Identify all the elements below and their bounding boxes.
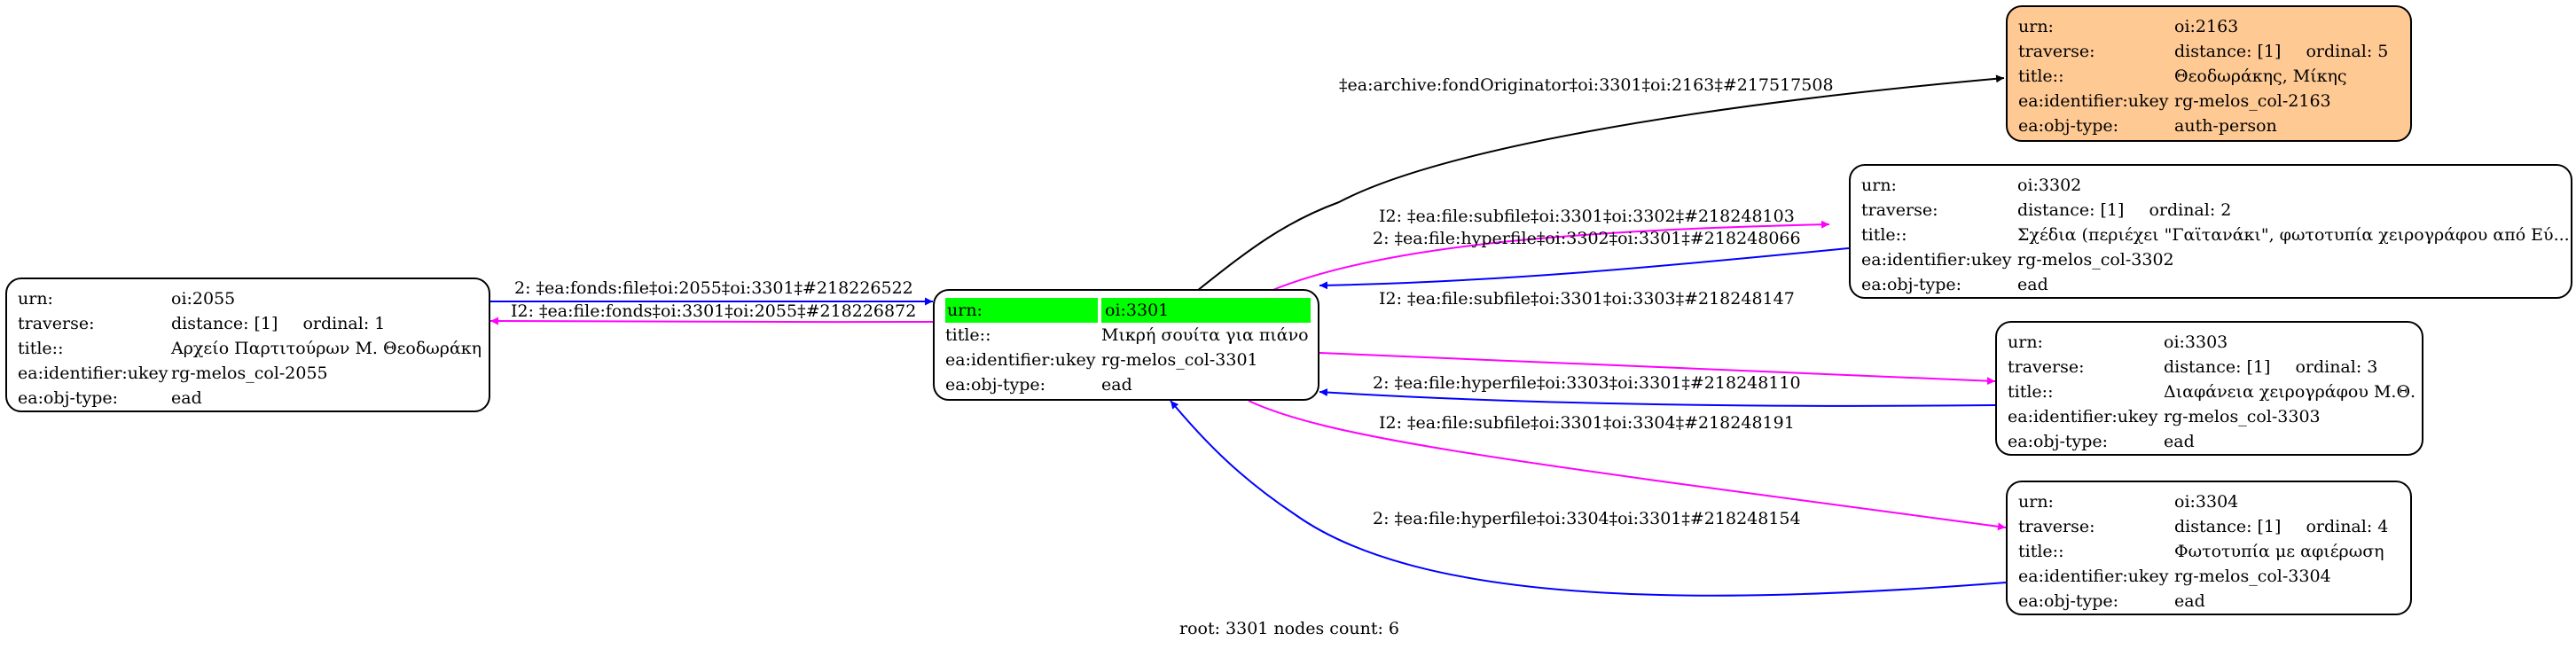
graph-footer: root: 3301 nodes count: 6 (1179, 619, 1400, 638)
node-2163[interactable]: urn:oi:2163 traverse:distance: [1]ordina… (2006, 5, 2412, 142)
edge-hyperfile-3304 (1170, 400, 2007, 597)
field-urn: urn:oi:3301 (945, 298, 1311, 323)
edge-label-fondoriginator: ‡ea:archive:fondOriginator‡oi:3301‡oi:21… (1339, 75, 1834, 95)
field-traverse: traverse:distance: [1]ordinal: 4 (2018, 517, 2389, 536)
field-obj-type: ea:obj-type:ead (18, 388, 202, 408)
node-3303[interactable]: urn:oi:3303 traverse:distance: [1]ordina… (1995, 321, 2423, 456)
field-urn: urn:oi:2055 (18, 289, 236, 309)
edge-file-fonds-2055 (489, 317, 934, 325)
node-3302[interactable]: urn:oi:3302 traverse:distance: [1]ordina… (1849, 164, 2572, 299)
node-2055[interactable]: urn:oi:2055 traverse:distance: [1]ordina… (5, 278, 490, 412)
edge-label-subfile-3304: I2: ‡ea:file:subfile‡oi:3301‡oi:3304‡#21… (1379, 413, 1795, 433)
field-traverse: traverse:distance: [1]ordinal: 3 (2008, 357, 2378, 377)
field-urn: urn:oi:2163 (2018, 17, 2239, 36)
edge-subfile-3303 (1319, 352, 1996, 386)
node-3301-root[interactable]: urn:oi:3301 title::Μικρή σουίτα για πιάν… (933, 289, 1319, 401)
edge-fondoriginator (1196, 74, 2005, 292)
field-title: title::Διαφάνεια χειρογράφου Μ.Θ. (2008, 382, 2416, 402)
field-obj-type: ea:obj-type:ead (2018, 591, 2205, 611)
field-traverse: traverse:distance: [1]ordinal: 5 (2018, 42, 2389, 61)
field-traverse: traverse:distance: [1]ordinal: 1 (18, 314, 386, 333)
field-obj-type: ea:obj-type:ead (2008, 432, 2195, 451)
field-title: title::Θεοδωράκης, Μίκης (2018, 66, 2347, 86)
edge-label-file-fonds-2055: I2: ‡ea:file:fonds‡oi:3301‡oi:2055‡#2182… (511, 301, 917, 321)
field-title: title::Αρχείο Παρτιτούρων Μ. Θεοδωράκη (18, 339, 482, 358)
field-obj-type: ea:obj-type:ead (1861, 275, 2048, 294)
node-3304[interactable]: urn:oi:3304 traverse:distance: [1]ordina… (2006, 481, 2412, 615)
field-traverse: traverse:distance: [1]ordinal: 2 (1861, 200, 2232, 220)
edge-hyperfile-3302 (1319, 247, 1850, 290)
edge-hyperfile-3303 (1319, 388, 1996, 407)
edge-label-hyperfile-3304: 2: ‡ea:file:hyperfile‡oi:3304‡oi:3301‡#2… (1373, 509, 1801, 528)
field-obj-type: ea:obj-type:ead (945, 375, 1132, 395)
field-urn: urn:oi:3302 (1861, 176, 2082, 195)
edge-label-hyperfile-3303: 2: ‡ea:file:hyperfile‡oi:3303‡oi:3301‡#2… (1373, 373, 1801, 393)
edge-label-fonds-file-2055: 2: ‡ea:fonds:file‡oi:2055‡oi:3301‡#21822… (514, 278, 913, 298)
field-title: title::Μικρή σουίτα για πιάνο (945, 325, 1309, 345)
edge-subfile-3302 (1270, 220, 1830, 292)
field-title: title::Σχέδια (περιέχει "Γαϊτανάκι", φωτ… (1861, 225, 2570, 245)
field-obj-type: ea:obj-type:auth-person (2018, 116, 2277, 136)
edge-subfile-3304 (1248, 400, 2007, 531)
edge-label-hyperfile-3302: 2: ‡ea:file:hyperfile‡oi:3302‡oi:3301‡#2… (1373, 229, 1801, 248)
edge-label-subfile-3303: I2: ‡ea:file:subfile‡oi:3301‡oi:3303‡#21… (1379, 289, 1795, 309)
field-title: title::Φωτοτυπία με αφιέρωση (2018, 542, 2384, 561)
edge-label-subfile-3302: I2: ‡ea:file:subfile‡oi:3301‡oi:3302‡#21… (1379, 207, 1795, 226)
field-urn: urn:oi:3303 (2008, 332, 2228, 352)
field-urn: urn:oi:3304 (2018, 492, 2239, 512)
